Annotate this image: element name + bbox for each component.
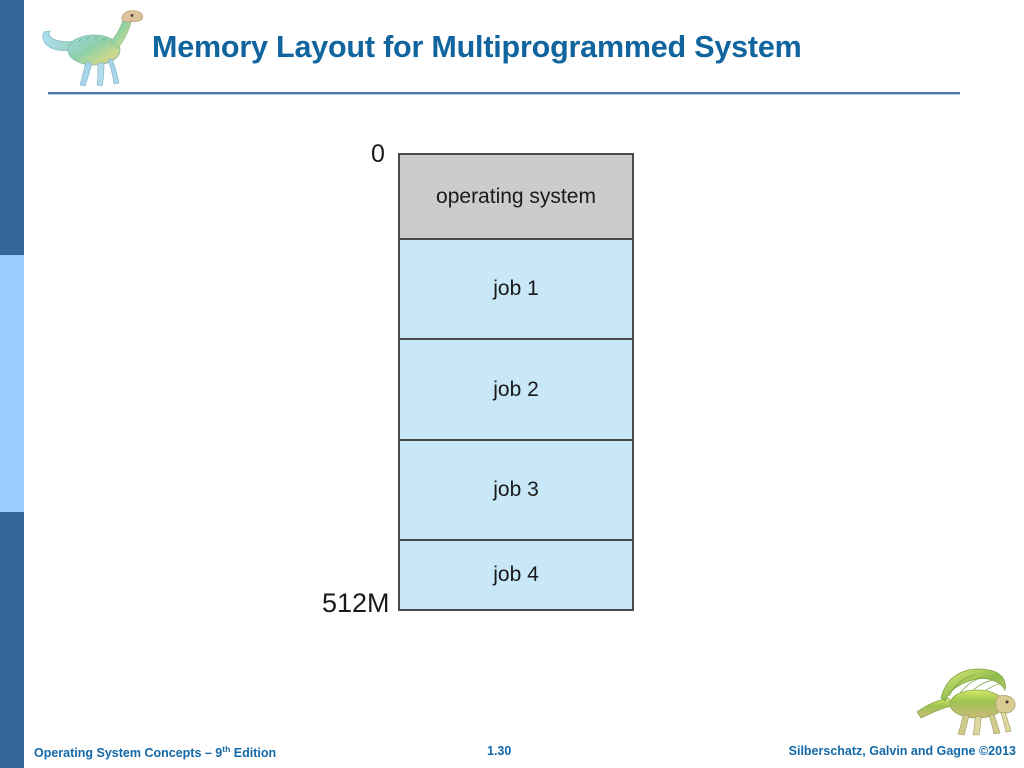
- sidebar-segment-bottom: [0, 512, 24, 768]
- slide-number: 1.30: [487, 744, 512, 758]
- footer-copyright: Silberschatz, Galvin and Gagne ©2013: [788, 744, 1016, 758]
- footer-book-title: Operating System Concepts – 9th Edition: [34, 744, 276, 760]
- memory-block-label: operating system: [436, 184, 596, 208]
- dinosaur-icon: [38, 6, 148, 88]
- sidebar-segment-top: [0, 0, 24, 255]
- address-label-bottom: 512M: [322, 588, 390, 618]
- memory-block-label: job 2: [493, 377, 539, 401]
- memory-block-job-4: job 4: [400, 541, 632, 609]
- footer-book-title-tail: Edition: [230, 746, 277, 761]
- footer-book-title-ordinal: th: [222, 744, 231, 754]
- memory-block-label: job 3: [493, 478, 539, 501]
- left-accent-sidebar: [0, 0, 24, 768]
- memory-block-job-1: job 1: [400, 240, 632, 340]
- sidebar-segment-middle: [0, 255, 24, 512]
- memory-block-job-2: job 2: [400, 340, 632, 441]
- memory-block-job-3: job 3: [400, 441, 632, 541]
- slide-footer: Operating System Concepts – 9th Edition …: [0, 736, 1024, 768]
- memory-block-label: job 1: [493, 277, 539, 300]
- footer-book-title-main: Operating System Concepts – 9: [34, 746, 223, 761]
- memory-block-label: job 4: [493, 563, 539, 586]
- slide-header: Memory Layout for Multiprogrammed System: [24, 0, 1024, 100]
- dinosaur-icon: [915, 658, 1020, 736]
- title-divider: [48, 92, 960, 95]
- memory-block-operating-system: operating system: [400, 155, 632, 240]
- address-label-top: 0: [371, 140, 385, 168]
- page-title: Memory Layout for Multiprogrammed System: [152, 30, 802, 64]
- memory-layout-diagram: operating system job 1 job 2 job 3 job 4: [398, 153, 634, 611]
